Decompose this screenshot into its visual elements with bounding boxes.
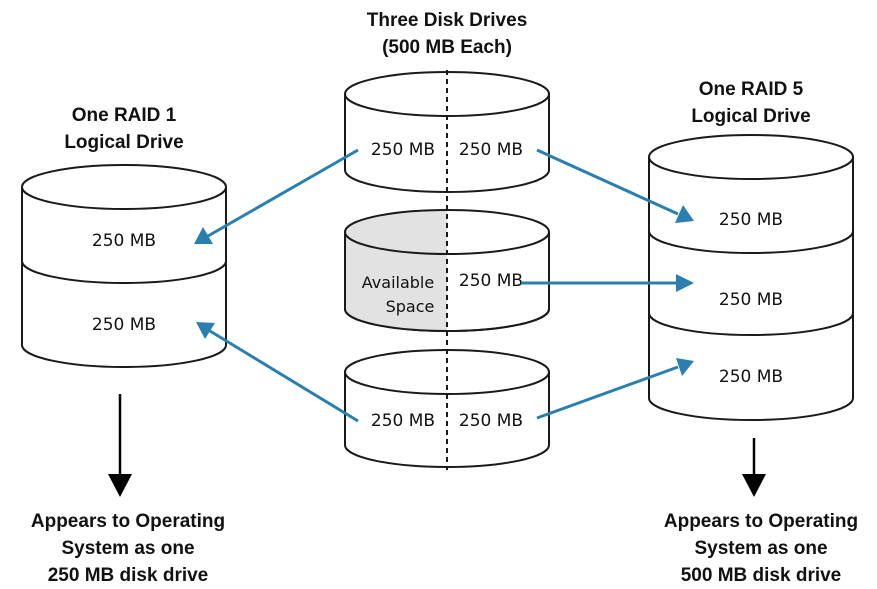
arrowhead-disk1-to-raid1-top <box>194 227 213 244</box>
raid5-segment-1-label: 250 MB <box>719 210 783 230</box>
raid1-caption-line1: Appears to Operating <box>31 511 225 532</box>
arrow-disk1-to-raid1-top <box>207 148 359 238</box>
disk1-right-label: 250 MB <box>459 140 523 160</box>
raid5-caption-line1: Appears to Operating <box>664 511 858 532</box>
raid5-caption-line3: 500 MB disk drive <box>681 565 842 586</box>
disk2-available-label-line1: Available <box>362 273 434 292</box>
disks-title-line1: Three Disk Drives <box>367 10 528 31</box>
raid1-segment-bottom-label: 250 MB <box>92 315 156 335</box>
disks-title-line2: (500 MB Each) <box>382 37 512 58</box>
arrowhead-disk1-to-raid5-seg1 <box>675 205 694 223</box>
disk1-left-label: 250 MB <box>371 140 435 160</box>
raid1-cylinder <box>21 164 227 368</box>
raid1-caption-line3: 250 MB disk drive <box>48 565 209 586</box>
raid1-title-line1: One RAID 1 <box>72 105 177 126</box>
disk2-available-label-line2: Space <box>386 297 435 316</box>
raid5-down-arrowhead <box>742 474 766 497</box>
arrowhead-disk2-to-raid5-seg2 <box>676 274 694 292</box>
raid5-title-line2: Logical Drive <box>691 106 810 127</box>
arrow-disk1-to-raid5-seg1 <box>536 148 679 216</box>
raid5-title-line1: One RAID 5 <box>699 79 804 100</box>
raid5-caption-line2: System as one <box>694 538 827 559</box>
raid1-down-arrowhead <box>108 474 132 497</box>
raid1-caption-line2: System as one <box>61 538 194 559</box>
raid5-segment-3-label: 250 MB <box>719 367 783 387</box>
raid5-segment-2-label: 250 MB <box>719 290 783 310</box>
disk3-right-label: 250 MB <box>459 411 523 431</box>
arrowhead-disk3-to-raid5-seg3 <box>676 358 694 376</box>
raid1-title-line2: Logical Drive <box>64 132 183 153</box>
raid1-segment-top-label: 250 MB <box>92 231 156 251</box>
arrow-disk3-to-raid1-bottom <box>209 329 359 423</box>
disk3-left-label: 250 MB <box>371 411 435 431</box>
disk2-right-label: 250 MB <box>459 271 523 291</box>
arrowhead-disk3-to-raid1-bottom <box>196 322 215 339</box>
arrow-disk3-to-raid5-seg3 <box>536 365 679 420</box>
raid5-cylinder <box>648 134 854 421</box>
